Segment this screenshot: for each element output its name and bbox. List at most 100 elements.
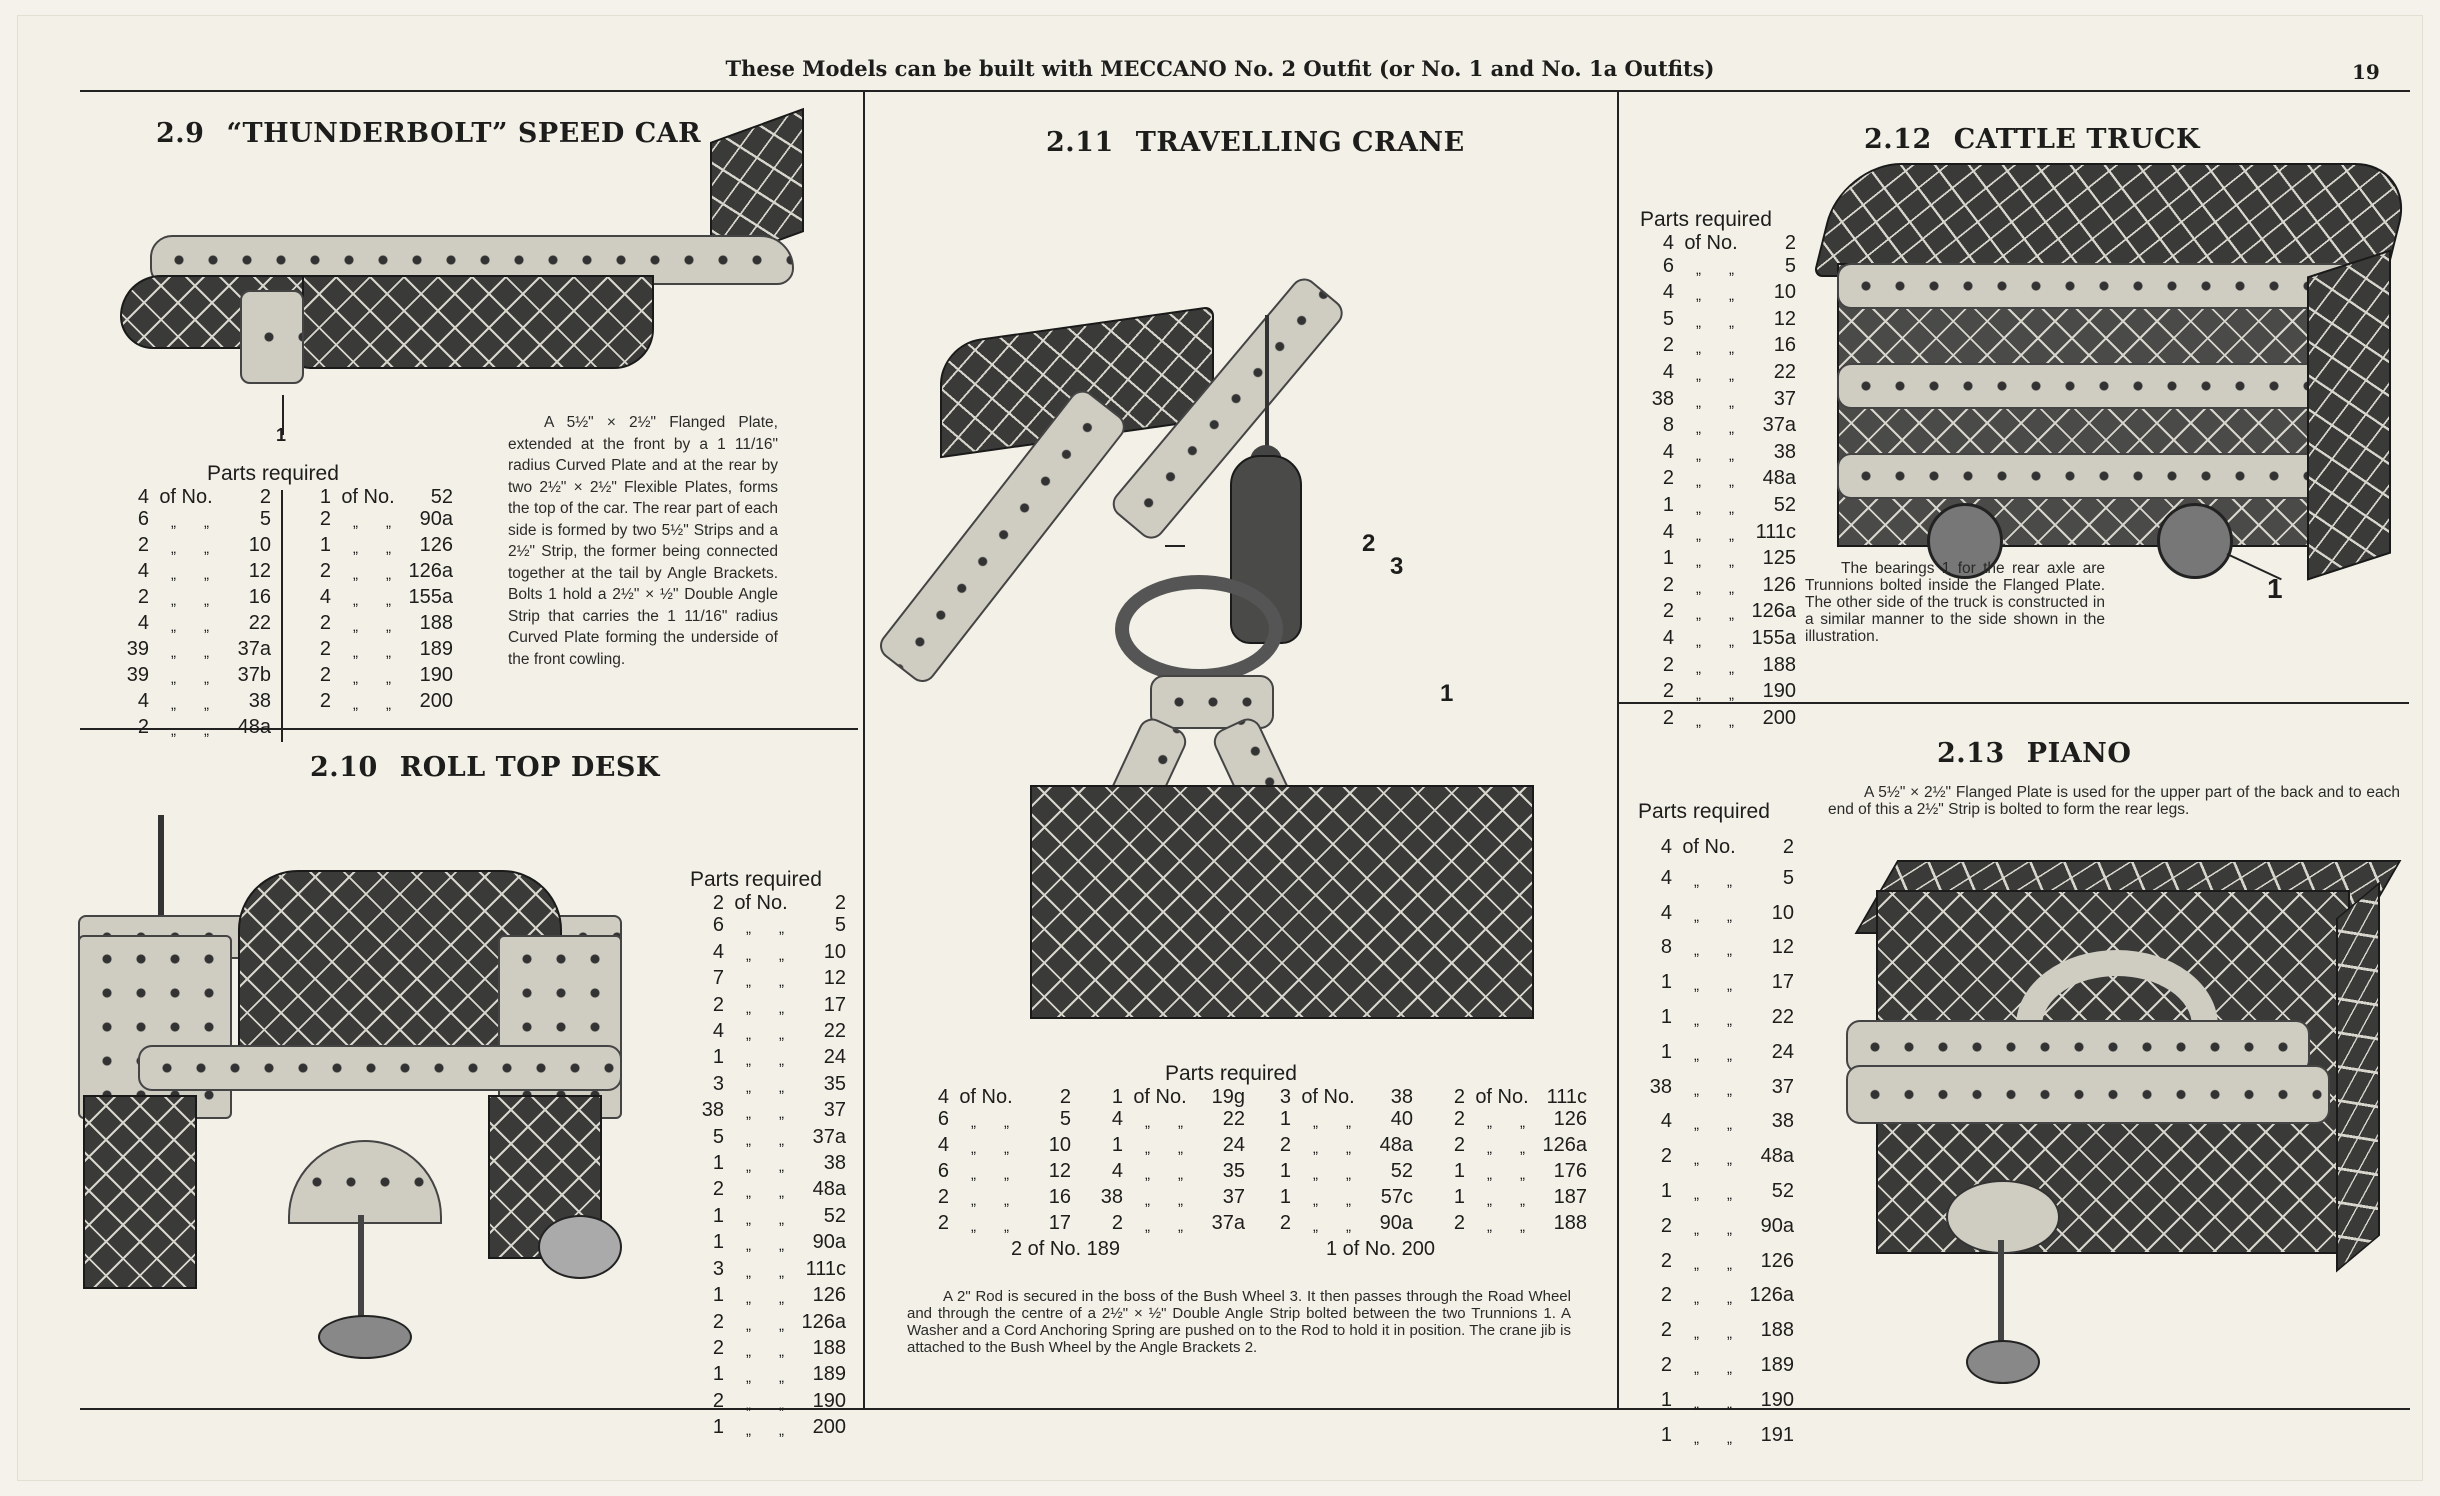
parts-row: 1„„40 [1257,1108,1413,1134]
part-number: 22 [1773,360,1796,383]
part-number: 5 [1784,254,1796,277]
ditto-mark: „ [746,1369,751,1387]
part-quantity: 38 [1100,1186,1123,1208]
ditto-marks: „„ [149,664,223,690]
part-number: 10 [1773,281,1796,304]
part-quantity: 6 [712,914,724,937]
parts-row: 1„„126 [297,534,453,560]
ditto-mark: „ [204,566,209,583]
parts-row: 6„„5 [915,1108,1071,1134]
ditto-mark: „ [1694,1116,1699,1134]
part-number: 37 [1771,1075,1794,1098]
of-no-label: of No. [341,486,395,508]
top-rule [80,90,2410,92]
ditto-marks: „„ [1123,1108,1197,1134]
part-quantity: 39 [126,664,149,686]
part-quantity: 4 [1111,1160,1123,1182]
ditto-marks: „„ [1123,1186,1197,1212]
ditto-mark: „ [386,592,391,609]
ditto-mark: „ [1004,1140,1009,1157]
ditto-mark: „ [1487,1192,1492,1209]
part-number: 17 [1771,971,1794,994]
parts-row: 4„„5 [1638,863,1794,898]
part-number: 57c [1380,1186,1413,1208]
part-quantity: 2 [1662,573,1674,596]
part-quantity: 2 [1453,1086,1465,1108]
part-quantity: 2 [1662,653,1674,676]
ditto-marks: „„ [1123,1160,1197,1186]
part-quantity: 1 [1279,1108,1291,1130]
parts-row: 2„„126 [1640,574,1796,601]
part-quantity: 2 [937,1212,949,1234]
parts-row: 4„„38 [115,690,271,716]
ditto-mark: „ [1729,579,1734,597]
ditto-mark: „ [1178,1192,1183,1209]
ditto-mark: „ [386,696,391,713]
ditto-marks: „„ [1123,1212,1197,1238]
ditto-mark: „ [779,1131,784,1149]
part-number: 19g [1211,1086,1245,1108]
part-number: 10 [1771,901,1794,924]
part-quantity: 1 [1453,1160,1465,1182]
part-quantity: 2 [1660,1284,1672,1307]
part-number: 126a [1542,1134,1588,1156]
ditto-mark: „ [1696,393,1701,411]
ditto-mark: „ [1727,1220,1732,1238]
part-quantity: 2 [1660,1319,1672,1342]
of-no-label: of No. [1684,232,1738,254]
ditto-mark: „ [1696,659,1701,677]
ditto-mark: „ [1727,1185,1732,1203]
part-number: 40 [1390,1108,1413,1130]
ditto-marks: „„ [724,1416,798,1442]
part-number: 200 [1762,706,1796,729]
ditto-mark: „ [971,1114,976,1131]
of-no-label: of No. [1682,836,1736,858]
ditto-mark: „ [746,1316,751,1334]
parts-row: 2„„188 [1431,1212,1587,1238]
ditto-marks: „„ [331,508,405,534]
part-quantity: 4 [937,1134,949,1156]
ditto-mark: „ [779,1078,784,1096]
parts-row: 2„„90a [1257,1212,1413,1238]
parts-row: 2„„126 [1638,1246,1794,1281]
part-quantity: 4 [137,690,149,712]
parts-row: 2„„48a [1257,1134,1413,1160]
part-quantity: 8 [1660,936,1672,959]
part-quantity: 4 [712,1020,724,1043]
parts-row: 2„„90a [297,508,453,534]
ditto-mark: „ [1520,1166,1525,1183]
ditto-marks: „„ [1674,654,1748,681]
part-quantity: 4 [137,486,149,508]
part-number: 22 [248,612,271,634]
ditto-mark: „ [1696,340,1701,358]
ditto-marks: „„ [1674,361,1748,388]
part-quantity: 1 [712,1204,724,1227]
part-number: 191 [1760,1423,1794,1446]
parts-row: 1„„200 [690,1416,846,1442]
part-number: 5 [1059,1108,1071,1130]
ditto-mark: „ [746,920,751,938]
parts-row: 2„„37a [1089,1212,1245,1238]
ditto-mark: „ [353,566,358,583]
parts-row: 2„„126 [1431,1108,1587,1134]
part-number: 111c [1755,520,1796,543]
ditto-mark: „ [746,1395,751,1413]
ditto-mark: „ [746,946,751,964]
part-number: 37a [1211,1212,1245,1234]
ditto-marks: „„ [331,586,405,612]
ditto-mark: „ [1520,1192,1525,1209]
ditto-marks: „„ [1674,574,1748,601]
ditto-mark: „ [386,644,391,661]
ditto-marks: „„ [1674,600,1748,627]
parts-row: 1„„190 [1638,1385,1794,1420]
parts-row: 4„„10 [1638,898,1794,933]
ditto-mark: „ [1694,1185,1699,1203]
ditto-mark: „ [1696,313,1701,331]
part-number: 188 [1762,653,1796,676]
